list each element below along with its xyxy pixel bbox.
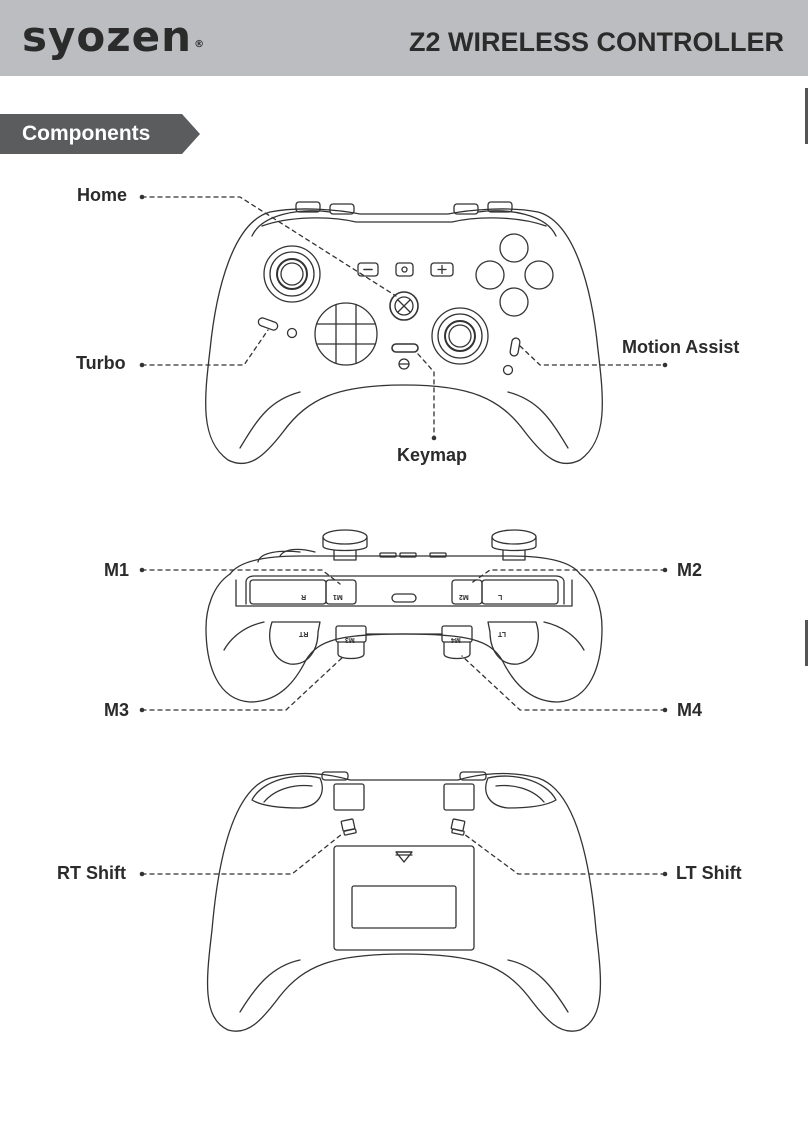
- label-lt-shift: LT Shift: [676, 863, 742, 883]
- turbo-button: [257, 317, 279, 331]
- top-shoulder-right-group: [249, 579, 357, 605]
- label-m1: M1: [104, 560, 130, 580]
- left-stick: [263, 245, 321, 303]
- brand-logo: syozen®: [22, 12, 206, 61]
- mark-r: R: [301, 593, 307, 600]
- controller-front-view: [139, 194, 668, 465]
- top-triggers: [223, 621, 585, 665]
- motion-assist-button: [509, 337, 521, 357]
- mark-m1: M1: [333, 593, 343, 600]
- label-home: Home: [77, 185, 128, 205]
- label-m4: M4: [677, 700, 703, 720]
- rt-shift-switch: [340, 818, 357, 836]
- mark-m3: M3: [345, 636, 355, 643]
- lt-shift-switch: [450, 818, 466, 836]
- top-body-outline: [205, 573, 603, 703]
- page-header: syozen® Z2 WIRELESS CONTROLLER: [0, 0, 808, 76]
- battery-cover: [333, 845, 475, 951]
- label-motion-assist: Motion Assist: [622, 337, 740, 357]
- controller-back-view: [139, 771, 668, 1032]
- mark-m4: M4: [451, 636, 461, 643]
- top-stick-right: [491, 529, 537, 561]
- label-rt-shift: RT Shift: [57, 863, 126, 883]
- controller-top-view: [139, 529, 668, 713]
- product-title: Z2 WIRELESS CONTROLLER: [408, 27, 784, 57]
- section-tag-arrow: [0, 114, 200, 154]
- front-body-outline: [205, 208, 603, 465]
- top-stick-left: [322, 529, 368, 561]
- back-trigger-right: [333, 783, 365, 811]
- mark-l: L: [498, 593, 503, 600]
- mark-m2: M2: [459, 593, 469, 600]
- label-keymap: Keymap: [397, 445, 468, 465]
- right-stick: [431, 307, 489, 365]
- label-turbo: Turbo: [76, 353, 126, 373]
- label-m2: M2: [677, 560, 703, 580]
- top-shoulder-left-group: [451, 579, 559, 605]
- face-buttons: [475, 233, 554, 317]
- center-buttons: [357, 262, 454, 277]
- dpad: [314, 302, 378, 366]
- section-title: Components: [22, 122, 151, 145]
- home-button: [389, 291, 419, 321]
- page-edge-mark-middle: [805, 620, 808, 666]
- mark-lt: LT: [498, 630, 507, 637]
- back-body-outline: [206, 772, 602, 1032]
- section-tag: Components: [0, 114, 200, 154]
- keymap-button: [391, 343, 419, 353]
- registered-mark: ®: [194, 39, 206, 50]
- back-trigger-left: [443, 783, 475, 811]
- page-edge-mark-top: [805, 88, 808, 144]
- label-m3: M3: [104, 700, 130, 720]
- mark-rt: RT: [299, 630, 309, 637]
